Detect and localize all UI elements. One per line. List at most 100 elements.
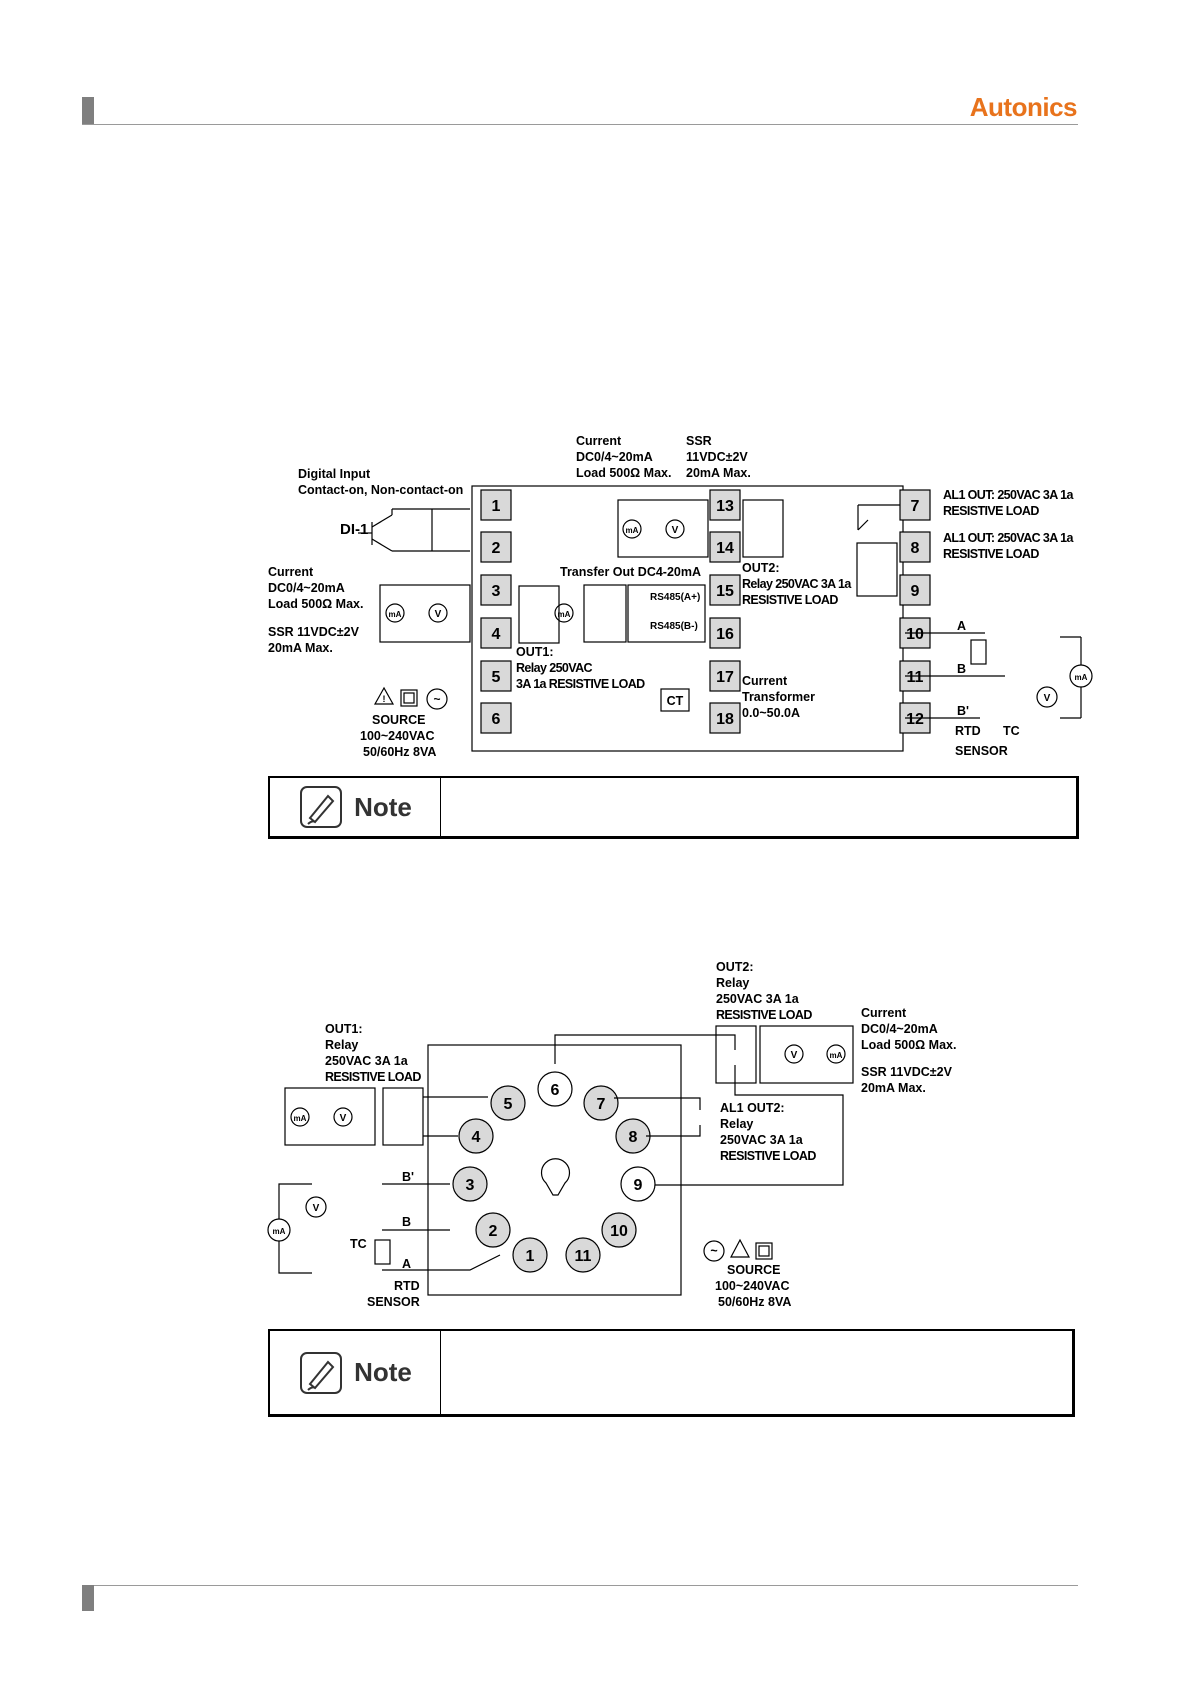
d1-terminal-3: 3 xyxy=(492,583,501,600)
d1-current-top-1: Current xyxy=(576,434,622,448)
d2-pin-circle-11 xyxy=(565,1237,601,1273)
footer-bar xyxy=(82,1585,94,1611)
d1-terminal-2: 2 xyxy=(492,540,501,557)
d1-di-transistor xyxy=(358,508,470,552)
footer-rule xyxy=(82,1585,1078,1586)
d1-terminal-box-4 xyxy=(480,617,512,649)
d1-al1b-1: AL1 OUT: 250VAC 3A 1a xyxy=(943,531,1074,545)
d1-source-1: SOURCE xyxy=(372,713,425,727)
d1-terminal-box-8 xyxy=(899,531,931,563)
d1-ct-box xyxy=(660,688,690,712)
d1-al1-relays xyxy=(856,504,900,597)
d2-out2-wiring xyxy=(554,1025,854,1186)
d1-terminal-box-9 xyxy=(899,574,931,606)
d1-terminal-box-6 xyxy=(480,702,512,734)
d1-terminal-box-17 xyxy=(709,660,741,692)
d2-out1-wiring xyxy=(284,1087,488,1146)
d2-pin-8: 8 xyxy=(629,1129,638,1146)
d1-out1-3: 3A 1a RESISTIVE LOAD xyxy=(516,677,645,691)
d2-al1-4: RESISTIVE LOAD xyxy=(720,1149,816,1163)
d1-right-ma: mA xyxy=(1075,673,1088,682)
d2-out2-2: Relay xyxy=(716,976,749,990)
d2-pin-circle-9 xyxy=(620,1166,656,1202)
note-icon-area-2: Note xyxy=(270,1331,441,1414)
d1-terminal-1: 1 xyxy=(492,498,501,515)
d1-terminal-box-13 xyxy=(709,489,741,521)
brand-logo: Autonics xyxy=(969,92,1078,122)
d1-out2-3: RESISTIVE LOAD xyxy=(742,593,838,607)
d2-source-symbols xyxy=(703,1238,773,1262)
d1-ct-label-1: Current xyxy=(742,674,788,688)
d1-left-meter-box xyxy=(379,584,471,643)
note-box-1: Note xyxy=(268,776,1079,839)
d2-pin-4: 4 xyxy=(472,1129,481,1146)
d1-top-meter-box xyxy=(617,499,784,558)
d1-source-2: 100~240VAC xyxy=(360,729,434,743)
note-box-2: Note xyxy=(268,1329,1075,1417)
d1-out1-relay xyxy=(518,584,706,644)
d1-terminal-15: 15 xyxy=(716,583,734,600)
d1-sensor-bp: B' xyxy=(957,704,969,718)
d2-ssr-2: 20mA Max. xyxy=(861,1081,926,1095)
header-rule xyxy=(82,124,1078,125)
d1-current-top-3: Load 500Ω Max. xyxy=(576,466,671,480)
d1-terminal-13: 13 xyxy=(716,498,734,515)
d2-sensor-tc: TC xyxy=(350,1237,367,1251)
d1-terminal-box-16 xyxy=(709,617,741,649)
d1-terminal-14: 14 xyxy=(716,540,734,557)
d1-source-3: 50/60Hz 8VA xyxy=(363,745,436,759)
d1-terminal-4: 4 xyxy=(492,626,501,643)
d1-terminal-box-5 xyxy=(480,660,512,692)
d2-source-3: 50/60Hz 8VA xyxy=(718,1295,791,1309)
d1-out2-2: Relay 250VAC 3A 1a xyxy=(742,577,852,591)
d1-digital-input-2: Contact-on, Non-contact-on xyxy=(298,483,463,497)
d2-pin-circle-2 xyxy=(475,1212,511,1248)
d2-al1-wiring xyxy=(614,1097,701,1137)
d1-sensor-tc: TC xyxy=(1003,724,1020,738)
d1-sensor-sensor: SENSOR xyxy=(955,744,1008,758)
d1-terminal-6: 6 xyxy=(492,711,501,728)
d1-al1a-1: AL1 OUT: 250VAC 3A 1a xyxy=(943,488,1074,502)
d2-sensor-v: V xyxy=(313,1203,320,1214)
d1-out1-1: OUT1: xyxy=(516,645,554,659)
d1-terminal-11: 11 xyxy=(907,669,924,686)
d1-transfer-out: Transfer Out DC4-20mA xyxy=(560,565,701,579)
d1-out1-2: Relay 250VAC xyxy=(516,661,593,675)
d2-key-slot xyxy=(540,1158,571,1196)
d1-digital-input-1: Digital Input xyxy=(298,467,371,481)
d1-out2-1: OUT2: xyxy=(742,561,780,575)
d1-terminal-16: 16 xyxy=(716,626,734,643)
d2-pin-10: 10 xyxy=(610,1223,628,1240)
d2-pin-circle-6 xyxy=(537,1071,573,1107)
d1-left-v: V xyxy=(435,609,442,620)
d2-out1-3: 250VAC 3A 1a xyxy=(325,1054,409,1068)
d1-top-v: V xyxy=(672,525,679,536)
d2-top-v: V xyxy=(791,1050,798,1061)
d2-sensor-ma: mA xyxy=(273,1227,286,1236)
d2-left-v: V xyxy=(340,1113,347,1124)
d1-terminal-box-2 xyxy=(480,531,512,563)
d1-terminal-17: 17 xyxy=(716,669,734,686)
d1-di-label: DI-1 xyxy=(340,521,368,538)
d1-al1a-2: RESISTIVE LOAD xyxy=(943,504,1039,518)
d1-left-current-3: Load 500Ω Max. xyxy=(268,597,363,611)
d2-pin-circle-3 xyxy=(452,1166,488,1202)
d2-sensor-bp: B' xyxy=(402,1170,414,1184)
d1-al1b-2: RESISTIVE LOAD xyxy=(943,547,1039,561)
d1-ssr-top-3: 20mA Max. xyxy=(686,466,751,480)
d1-top-ma: mA xyxy=(626,526,639,535)
d1-sensor-wiring xyxy=(905,632,1093,719)
d1-terminal-10: 10 xyxy=(906,626,924,643)
d1-left-ma: mA xyxy=(389,610,402,619)
d1-source-symbols xyxy=(373,686,448,710)
svg-text:~: ~ xyxy=(710,1244,717,1258)
wiring-diagram-1: Current DC0/4~20mA Load 500Ω Max. SSR 11… xyxy=(268,434,1093,759)
d2-al1-1: AL1 OUT2: xyxy=(720,1101,785,1115)
d1-left-current-2: DC0/4~20mA xyxy=(268,581,345,595)
d2-out1-2: Relay xyxy=(325,1038,358,1052)
d1-ct-label-3: 0.0~50.0A xyxy=(742,706,800,720)
d1-transfer-ma: mA xyxy=(558,610,571,619)
d1-rs485b: RS485(B-) xyxy=(650,621,698,632)
